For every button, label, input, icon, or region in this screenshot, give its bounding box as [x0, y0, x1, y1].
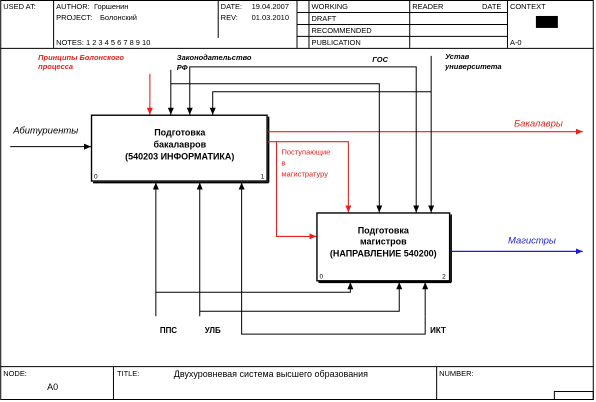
footer: NODE: A0 TITLE: Двухуровневая система вы…: [0, 366, 594, 401]
mechanism-arrow-pps[interactable]: ППС: [152, 182, 354, 336]
red-arrows-to-masters[interactable]: Поступающие в магистратуру: [267, 141, 352, 240]
project-label: PROJECT:: [56, 13, 92, 22]
box1-title-line2: бакалавров: [153, 140, 206, 150]
author-value: Горшенин: [94, 2, 128, 11]
node-value: A0: [47, 382, 58, 392]
bologna-label-2: процесса: [38, 62, 73, 71]
status-publication: PUBLICATION: [311, 38, 360, 47]
output-arrow-bachelors[interactable]: Бакалавры: [267, 119, 583, 135]
law-label-1: Законодательство: [177, 53, 252, 62]
charter-label-2: университета: [444, 62, 501, 71]
used-at-label: USED AT:: [3, 2, 36, 11]
pps-label: ППС: [160, 326, 177, 335]
control-arrow-law[interactable]: Законодательство РФ: [167, 53, 383, 213]
output-arrow-masters[interactable]: Магистры: [451, 235, 583, 255]
author-label: AUTHOR:: [56, 2, 90, 11]
gos-label: ГОС: [372, 55, 388, 64]
notes-line: NOTES: 1 2 3 4 5 6 7 8 9 10: [56, 38, 150, 47]
law-label-2: РФ: [177, 63, 188, 72]
date-label: DATE:: [221, 2, 242, 11]
entering-label-2: в: [282, 159, 286, 168]
number-label: NUMBER:: [439, 369, 473, 378]
diagram-title: Двухуровневая система высшего образовани…: [174, 369, 368, 379]
input-arrow-abiturients[interactable]: Абитуриенты: [10, 126, 92, 150]
ulb-label: УЛБ: [205, 326, 221, 335]
box2-title-line2: магистров: [360, 236, 407, 246]
box2-title-line1: Подготовка: [358, 225, 410, 235]
context-label: CONTEXT: [510, 2, 546, 11]
bachelors-label: Бакалавры: [514, 119, 563, 130]
title-label: TITLE:: [117, 369, 139, 378]
box1-title-line1: Подготовка: [154, 128, 206, 138]
box1-title-line3: (540203 ИНФОРМАТИКА): [125, 152, 234, 162]
mechanism-arrow-ulb[interactable]: УЛБ: [196, 182, 403, 336]
bologna-label-1: Принципы Болонского: [38, 53, 124, 62]
rev-value: 01.03.2010: [252, 13, 289, 22]
project-value: Болонский: [100, 13, 137, 22]
status-working: WORKING: [311, 2, 348, 11]
entering-label-1: Поступающие: [282, 148, 331, 157]
control-arrow-charter[interactable]: Устав университета: [209, 52, 502, 213]
box2-node-number: 2: [442, 273, 446, 280]
date-value: 19.04.2007: [252, 2, 289, 11]
rev-label: REV:: [221, 13, 238, 22]
ikt-label: ИКТ: [430, 326, 446, 335]
reader-label: READER: [412, 2, 444, 11]
status-draft: DRAFT: [311, 14, 336, 23]
abiturients-label: Абитуриенты: [12, 126, 78, 137]
context-node: A-0: [510, 38, 522, 47]
control-arrow-gos[interactable]: ГОС: [186, 55, 420, 213]
reader-date-label: DATE: [482, 2, 501, 11]
mechanism-arrow-ikt[interactable]: ИКТ: [238, 182, 446, 336]
box2-title-line3: (НАПРАВЛЕНИЕ 540200): [330, 248, 437, 258]
box1-node-number: 1: [261, 174, 265, 181]
masters-label: Магистры: [508, 235, 556, 246]
box2-corner-left: 0: [319, 273, 323, 280]
box1-corner-left: 0: [94, 174, 98, 181]
control-arrow-bologna[interactable]: Принципы Болонского процесса: [38, 53, 153, 115]
activity-box-masters[interactable]: Подготовка магистров (НАПРАВЛЕНИЕ 540200…: [316, 212, 452, 284]
entering-label-3: магистратуру: [282, 170, 329, 179]
context-indicator: [535, 15, 558, 28]
charter-label-1: Устав: [445, 52, 470, 61]
node-label: NODE:: [3, 369, 27, 378]
status-recommended: RECOMMENDED: [311, 26, 372, 35]
activity-box-bachelors[interactable]: Подготовка бакалавров (540203 ИНФОРМАТИК…: [90, 114, 270, 184]
